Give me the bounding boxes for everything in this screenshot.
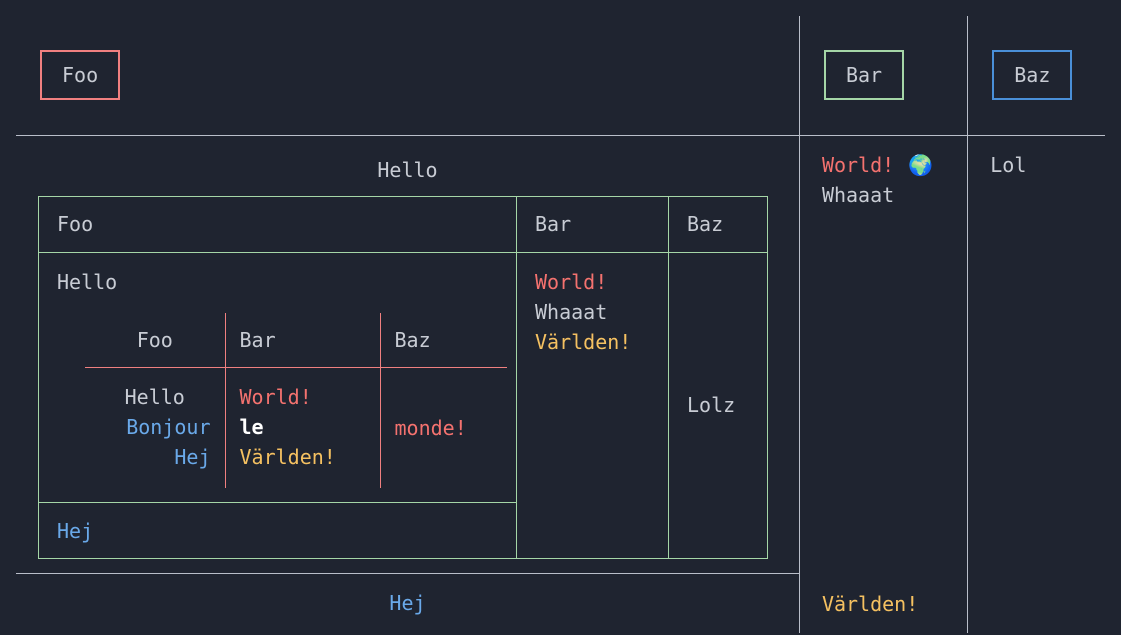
inner-greeting-hej: Hej [174,445,211,469]
outer-world-line-2: Whaaat [821,182,895,207]
middle-body-title: Hello [57,269,118,294]
inner-table-header-row: Foo Bar Baz [85,312,507,368]
outer-world-stack: World! 🌍 Whaaat Världen! [822,150,945,619]
outer-world-spacer [822,210,945,589]
outer-table-header-row: Foo Bar Baz [16,15,1105,136]
middle-body-cell-lolz: Lolz [668,251,768,559]
outer-lol-text: Lol [990,152,1027,177]
globe-earth-africa-icon: 🌍 [908,152,934,177]
inner-table-holder: Foo Bar Baz Hello [57,297,509,490]
inner-body-cell-greetings: Hello Bonjour Hej [85,367,226,489]
middle-table-wrapper: Hello Foo Bar Baz [38,150,777,559]
inner-word-world: World! [239,385,312,409]
outer-footer-hej: Hej [16,573,800,633]
middle-body-cell-world: World! Whaaat Världen! [516,251,669,559]
inner-table-body-row: Hello Bonjour Hej World! [85,367,507,489]
outer-world-bottom: Världen! [821,591,919,616]
middle-table-footer-row: Hej [38,502,768,559]
middle-header-bar: Bar [516,195,669,253]
inner-body-cell-words: World! le Världen! [224,367,381,489]
outer-header-cell-bar: Bar [798,15,969,136]
middle-table-header-row: Foo Bar Baz [38,195,768,253]
outer-body-cell-world: World! 🌍 Whaaat Världen! [798,134,969,633]
outer-world-line-1-row: World! 🌍 [822,150,945,180]
middle-footer-hej: Hej [38,502,517,559]
inner-header-baz: Baz [379,312,507,368]
middle-world-stack: World! Whaaat Världen! [535,267,650,357]
outer-world-top: World! 🌍 Whaaat [822,150,945,210]
inner-greeting-bonjour: Bonjour [126,415,211,439]
outer-table: Foo Bar Baz Hello [14,14,1107,635]
outer-world-line-1: World! [821,152,895,177]
inner-greeting-hello: Hello [124,385,185,409]
middle-table-caption: Hello [377,157,438,182]
inner-word-le: le [239,415,264,439]
outer-table-footer-row: Hej [16,573,1105,633]
outer-header-cell-baz: Baz [967,15,1105,136]
middle-world-line-2: Whaaat [535,299,608,324]
middle-world-line-1: World! [535,269,608,294]
middle-header-baz: Baz [668,195,768,253]
middle-table: Foo Bar Baz Hello [38,195,768,559]
inner-body-cell-monde: monde! [379,367,507,489]
outer-table-body-row: Hello Foo Bar Baz [16,134,1105,633]
outer-header-cell-foo: Foo [16,15,800,136]
outer-body-cell-main: Hello Foo Bar Baz [16,134,800,574]
inner-header-foo: Foo [85,312,226,368]
inner-word-varlden: Världen! [239,445,336,469]
inner-table: Foo Bar Baz Hello [83,310,509,490]
chip-baz[interactable]: Baz [992,50,1073,101]
middle-world-top: World! Whaaat [535,267,650,327]
inner-header-bar: Bar [224,312,381,368]
outer-body-cell-lol: Lol [967,134,1105,633]
middle-body-cell-main: Hello [38,251,517,503]
middle-footer-varlden: Världen! [535,329,632,354]
chip-foo[interactable]: Foo [40,50,121,101]
middle-header-foo: Foo [38,195,517,253]
chip-bar[interactable]: Bar [823,50,905,101]
middle-table-body-row: Hello [38,251,768,559]
